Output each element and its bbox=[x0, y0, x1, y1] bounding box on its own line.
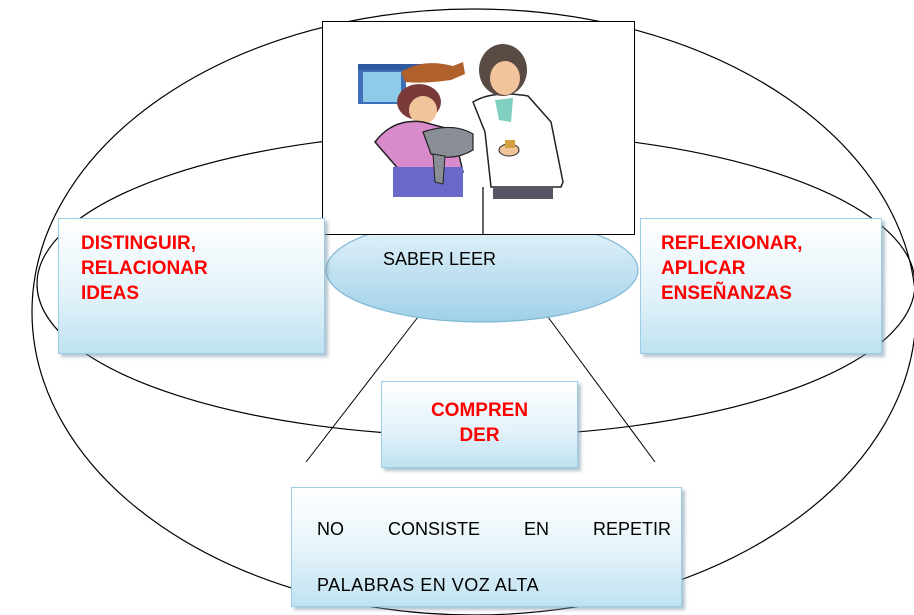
box-center-line: COMPREN bbox=[430, 400, 529, 421]
box-comprender: COMPREN DER bbox=[381, 381, 578, 468]
outer-ellipse bbox=[31, 8, 914, 615]
teacher-child-illustration bbox=[322, 21, 635, 235]
illustration-icon bbox=[358, 44, 564, 234]
box-left-line: DISTINGUIR, bbox=[81, 233, 197, 254]
bottom-line-1: NO CONSISTE EN REPETIR bbox=[317, 510, 671, 548]
box-center-line: DER bbox=[459, 425, 500, 446]
box-reflexionar: REFLEXIONAR, APLICAR ENSEÑANZAS bbox=[640, 218, 882, 354]
saber-leer-label: SABER LEER bbox=[383, 249, 497, 269]
word: CONSISTE bbox=[387, 519, 480, 539]
word: REPETIR bbox=[592, 519, 671, 539]
bottom-line-2: PALABRAS EN VOZ ALTA bbox=[317, 575, 540, 595]
box-left-line: RELACIONAR bbox=[81, 258, 208, 279]
connector-left bbox=[305, 316, 419, 463]
connector-right bbox=[547, 316, 656, 463]
box-right-line: APLICAR bbox=[661, 258, 746, 279]
box-no-consiste: NO CONSISTE EN REPETIR PALABRAS EN VOZ A… bbox=[291, 487, 682, 607]
box-left-line: IDEAS bbox=[81, 283, 140, 304]
box-right-line: REFLEXIONAR, bbox=[661, 233, 803, 254]
word: NO bbox=[317, 519, 344, 539]
word: EN bbox=[523, 519, 549, 539]
box-right-line: ENSEÑANZAS bbox=[661, 283, 792, 304]
box-distinguir: DISTINGUIR, RELACIONAR IDEAS bbox=[58, 218, 325, 354]
